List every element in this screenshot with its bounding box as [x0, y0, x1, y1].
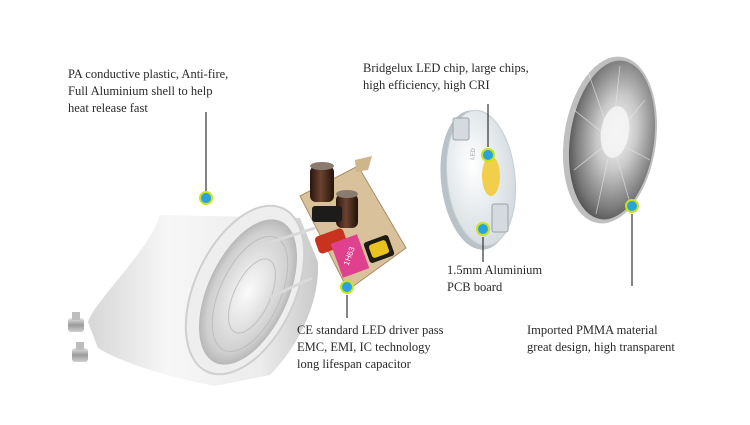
callout-housing: PA conductive plastic, Anti-fire, Full A…	[68, 66, 228, 117]
callout-pcb-board: 1.5mm Aluminium PCB board	[447, 262, 542, 296]
callout-pcb-line-2: PCB board	[447, 280, 503, 294]
leader-lines	[205, 104, 633, 318]
callout-led-chip: Bridgelux LED chip, large chips, high ef…	[363, 60, 529, 94]
marker-driver	[340, 280, 354, 294]
gu10-housing	[88, 204, 319, 386]
led-driver-board: 1H63	[261, 156, 407, 300]
marker-lens	[625, 199, 639, 213]
callout-lens-line-2: great design, high transparent	[527, 340, 675, 354]
aluminium-pcb: LED	[440, 109, 517, 250]
callout-driver-line-2: EMC, EMI, IC technology	[297, 340, 431, 354]
callout-driver-line-3: long lifespan capacitor	[297, 357, 411, 371]
marker-chip	[481, 148, 495, 162]
callout-markers	[199, 148, 639, 294]
svg-text:LED: LED	[470, 147, 477, 160]
callout-chip-line-2: high efficiency, high CRI	[363, 78, 490, 92]
marker-pcb	[476, 222, 490, 236]
callout-driver-line-1: CE standard LED driver pass	[297, 323, 444, 337]
callout-led-driver: CE standard LED driver pass EMC, EMI, IC…	[297, 322, 444, 373]
callout-pcb-line-1: 1.5mm Aluminium	[447, 263, 543, 277]
callout-pmma-lens: Imported PMMA material great design, hig…	[527, 322, 675, 356]
callout-housing-line-3: heat release fast	[68, 101, 148, 115]
callout-housing-line-1: PA conductive plastic, Anti-fire,	[68, 67, 229, 81]
callout-chip-line-1: Bridgelux LED chip, large chips,	[363, 61, 529, 75]
pmma-reflector-lens	[562, 56, 658, 224]
gu10-pins	[68, 312, 88, 362]
callout-lens-line-1: Imported PMMA material	[527, 323, 658, 337]
callout-housing-line-2: Full Aluminium shell to help	[68, 84, 213, 98]
marker-housing	[199, 191, 213, 205]
